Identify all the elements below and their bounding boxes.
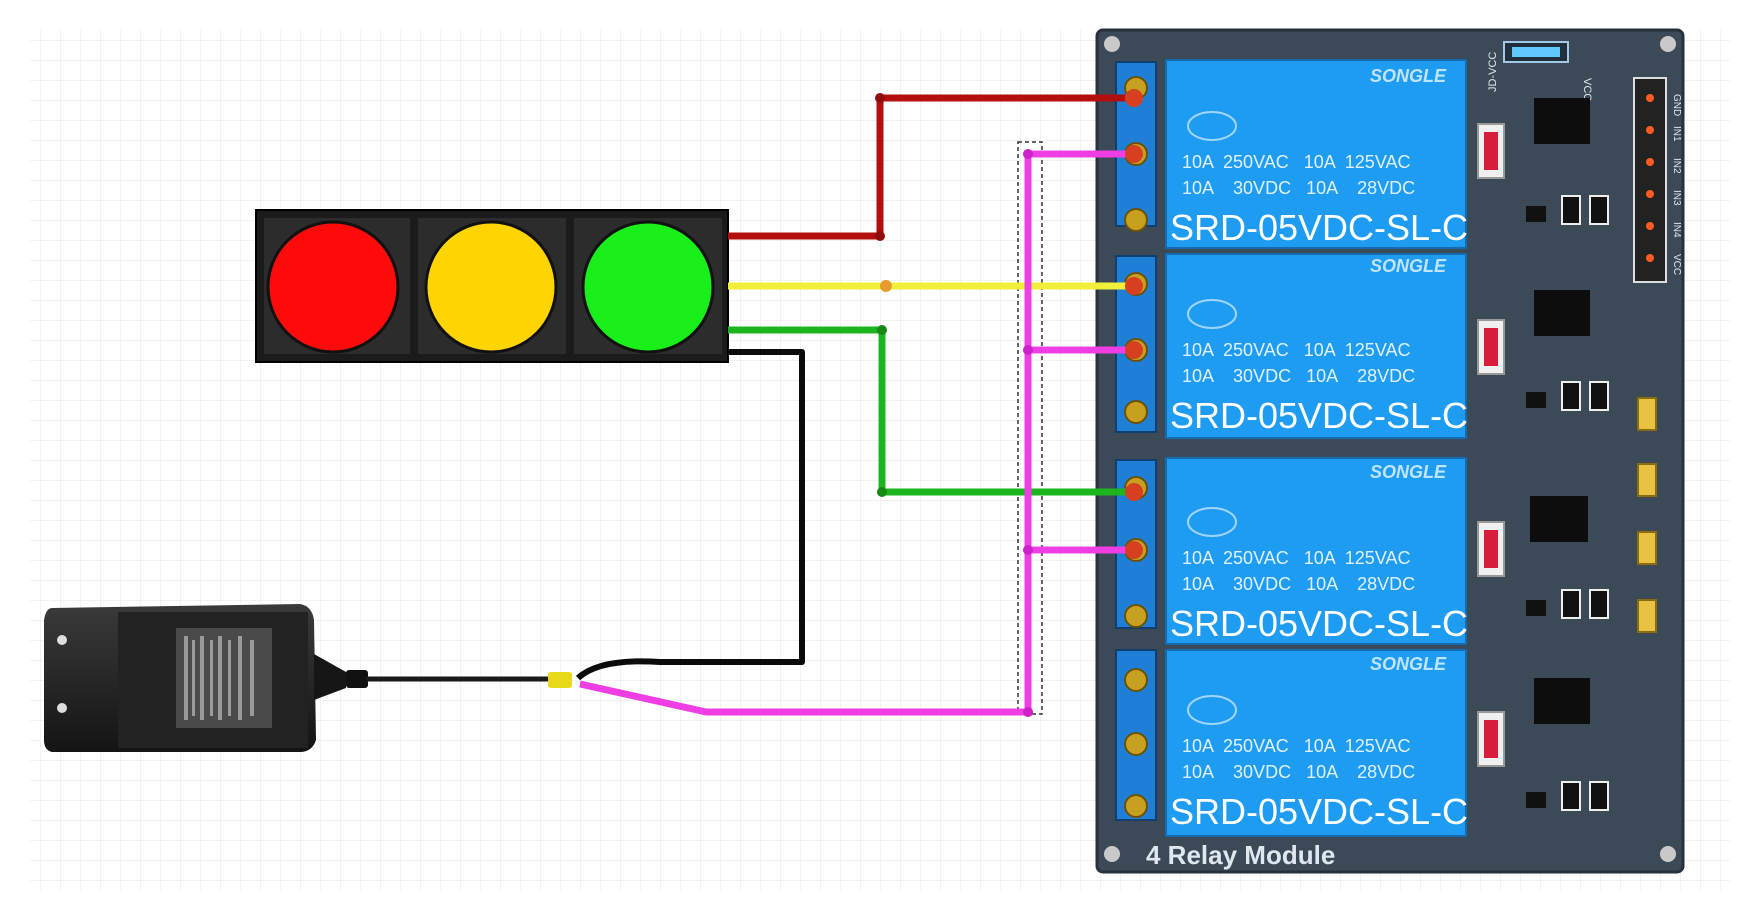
pin-label-in3: IN3 — [1671, 190, 1682, 206]
relay-body — [1165, 253, 1467, 439]
jumper-label-vcc: VCC — [1581, 78, 1593, 101]
relay-brand: SONGLE — [1370, 462, 1447, 482]
relay-rating-bottom: 10A 30VDC 10A 28VDC — [1182, 762, 1415, 782]
black-wire[interactable] — [575, 349, 805, 681]
cable-splice — [548, 672, 572, 688]
relay-brand: SONGLE — [1370, 66, 1447, 86]
adapter-label — [176, 628, 272, 728]
relay-model: SRD-05VDC-SL-C — [1170, 395, 1468, 436]
yellow-lamp — [424, 220, 558, 354]
relay-model: SRD-05VDC-SL-C — [1170, 207, 1468, 248]
optocoupler — [1534, 678, 1590, 724]
red-lamp — [266, 220, 400, 354]
relay-module[interactable]: JD-VCC VCC GND IN1 IN2 IN3 IN4 VCC — [1095, 28, 1685, 874]
optocoupler — [1530, 496, 1588, 542]
power-adapter[interactable] — [44, 604, 368, 752]
relay-brand: SONGLE — [1370, 256, 1447, 276]
pin-label-in4: IN4 — [1671, 222, 1682, 238]
module-title: 4 Relay Module — [1146, 840, 1335, 870]
relay-rating-bottom: 10A 30VDC 10A 28VDC — [1182, 366, 1415, 386]
relay-body — [1165, 457, 1467, 645]
relay-model: SRD-05VDC-SL-C — [1170, 791, 1468, 832]
transistor — [1526, 600, 1546, 616]
relay-brand: SONGLE — [1370, 654, 1447, 674]
smd-resistors — [1637, 397, 1657, 633]
wire-junctions — [875, 89, 1143, 717]
relay-rating-bottom: 10A 30VDC 10A 28VDC — [1182, 178, 1415, 198]
selection-box — [1017, 141, 1043, 715]
relay-rating-top: 10A 250VAC 10A 125VAC — [1182, 736, 1411, 756]
pin-label-in2: IN2 — [1671, 158, 1682, 174]
relay-body — [1165, 59, 1467, 249]
relay-channel-1[interactable]: SONGLE 10A 250VAC 10A 125VAC 10A 30VDC 1… — [1115, 59, 1609, 249]
optocoupler — [1534, 290, 1590, 336]
relay-channel-4[interactable]: SONGLE 10A 250VAC 10A 125VAC 10A 30VDC 1… — [1115, 649, 1609, 837]
transistor — [1526, 792, 1546, 808]
relay-rating-top: 10A 250VAC 10A 125VAC — [1182, 152, 1411, 172]
traffic-light[interactable] — [255, 209, 729, 363]
relay-rating-bottom: 10A 30VDC 10A 28VDC — [1182, 574, 1415, 594]
relay-rating-top: 10A 250VAC 10A 125VAC — [1182, 548, 1411, 568]
relay-body — [1165, 649, 1467, 837]
relay-rating-top: 10A 250VAC 10A 125VAC — [1182, 340, 1411, 360]
transistor — [1526, 392, 1546, 408]
transistor — [1526, 206, 1546, 222]
input-header[interactable] — [1633, 77, 1667, 283]
red-wire[interactable] — [728, 94, 1134, 240]
optocoupler — [1534, 98, 1590, 144]
pin-label-vcc: VCC — [1671, 254, 1682, 275]
green-lamp — [581, 220, 715, 354]
pin-label-gnd: GND — [1671, 94, 1682, 116]
pin-label-in1: IN1 — [1671, 126, 1682, 142]
relay-model: SRD-05VDC-SL-C — [1170, 603, 1468, 644]
green-wire[interactable] — [728, 326, 1134, 496]
jumper-label-jdvcc: JD-VCC — [1487, 52, 1499, 92]
